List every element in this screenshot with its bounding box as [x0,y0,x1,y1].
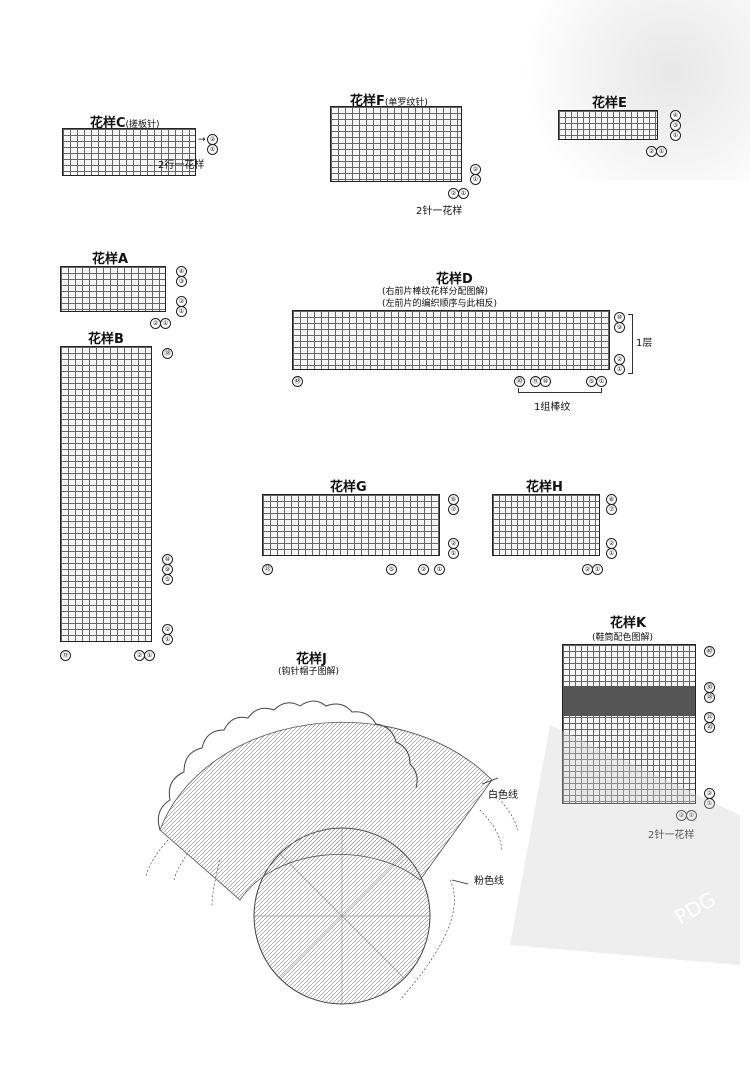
row-marker-icon: ㉘ [704,692,715,703]
stitch-marker-icon: ㊽ [292,376,303,387]
pattern-k-subtitle: (鞋筒配色图解) [592,633,654,643]
row-marker-icon: ⑳ [704,722,715,733]
row-marker-icon: ① [670,130,681,141]
pattern-j-title: 花样J [296,652,327,667]
stitch-marker-icon: ⑮ [60,650,71,661]
row-marker-icon: ① [448,548,459,559]
row-marker-icon: ① [614,364,625,375]
row-marker-icon: ① [470,174,481,185]
row-marker-icon: ⑦ [448,504,459,515]
pattern-f-title: 花样F(单罗纹针) [350,94,428,109]
row-marker-icon: ⑨ [614,322,625,333]
row-marker-icon: ① [176,306,187,317]
row-marker-icon: ① [606,548,617,559]
row-marker-icon: ① [207,144,218,155]
pattern-d-subtitle-2: (左前片的编织顺序与此相反) [382,299,498,309]
pattern-k-grid [562,644,696,804]
guide-lines [145,789,519,1001]
arrow-icon: → [198,135,206,145]
watermark-seal: PDG [510,725,740,965]
stitch-marker-icon: ⑤ [386,564,397,575]
pink-thread-label: 粉色线 [474,876,504,887]
white-thread-pointer [481,777,499,785]
pattern-c-note: 2行一花样 [158,160,205,171]
pattern-e-title: 花样E [592,96,627,111]
row-marker-icon: ③ [176,276,187,287]
row-marker-icon: ① [704,798,715,809]
layer-bracket [628,314,633,374]
pattern-h-title: 花样H [526,480,563,495]
stitch-marker-icon: ⑩ [540,376,551,387]
stitch-marker-icon: ① [434,564,445,575]
stitch-marker-icon: ① [144,650,155,661]
pattern-e-grid [558,110,658,140]
stitch-marker-icon: ① [458,188,469,199]
pattern-c-title: 花样C(搓板针) [90,116,160,131]
pattern-d-grid [292,310,610,370]
pattern-f-note: 2针一花样 [416,206,463,217]
pattern-f-subtitle: (单罗纹针) [384,98,428,108]
pattern-j-subtitle: (钩针帽子图解) [278,667,340,677]
pattern-k-color-band [563,686,695,716]
pattern-d-subtitle-1: (右前片棒纹花样分配图解) [382,287,489,297]
pattern-k-note: 2针一花样 [648,826,694,841]
stitch-marker-icon: ① [160,318,171,329]
row-marker-icon: ㊳ [162,348,173,359]
stitch-marker-icon: ① [592,564,603,575]
row-marker-icon: ㊵ [704,646,715,657]
row-marker-icon: ① [162,634,173,645]
pattern-k-title: 花样K [610,616,647,631]
pattern-d-layer-label: 1层 [636,338,653,349]
stitch-marker-icon: ㉓ [262,564,273,575]
pattern-g-title: 花样G [330,480,367,495]
pattern-d-title: 花样D [436,272,473,287]
pattern-b-grid [60,346,152,642]
pattern-f-grid [330,106,462,182]
white-thread-label: 白色线 [488,790,518,801]
stitch-marker-icon: ⑳ [514,376,525,387]
pattern-d-group-label: 1组棒纹 [534,402,571,413]
pattern-c-subtitle: (搓板针) [125,120,160,130]
stitch-marker-icon: ① [656,146,667,157]
pattern-h-grid [492,494,600,556]
scallop-edge [157,700,418,831]
hat-brim [159,721,493,901]
stitch-marker-icon: ② [418,564,429,575]
row-marker-icon: ⑦ [606,504,617,515]
pattern-b-title: 花样B [88,332,124,347]
pattern-a-grid [60,266,166,312]
stitch-marker-icon: ① [596,376,607,387]
pattern-g-grid [262,494,440,556]
pink-thread-pointer [451,879,469,885]
group-bracket [518,388,602,393]
pattern-c-grid [62,128,196,176]
row-marker-icon: ⑤ [162,574,173,585]
scan-noise [490,0,750,180]
crochet-hat-diagram [145,700,519,1005]
pattern-a-title: 花样A [92,252,129,267]
stitch-marker-icon: ① [686,810,697,821]
